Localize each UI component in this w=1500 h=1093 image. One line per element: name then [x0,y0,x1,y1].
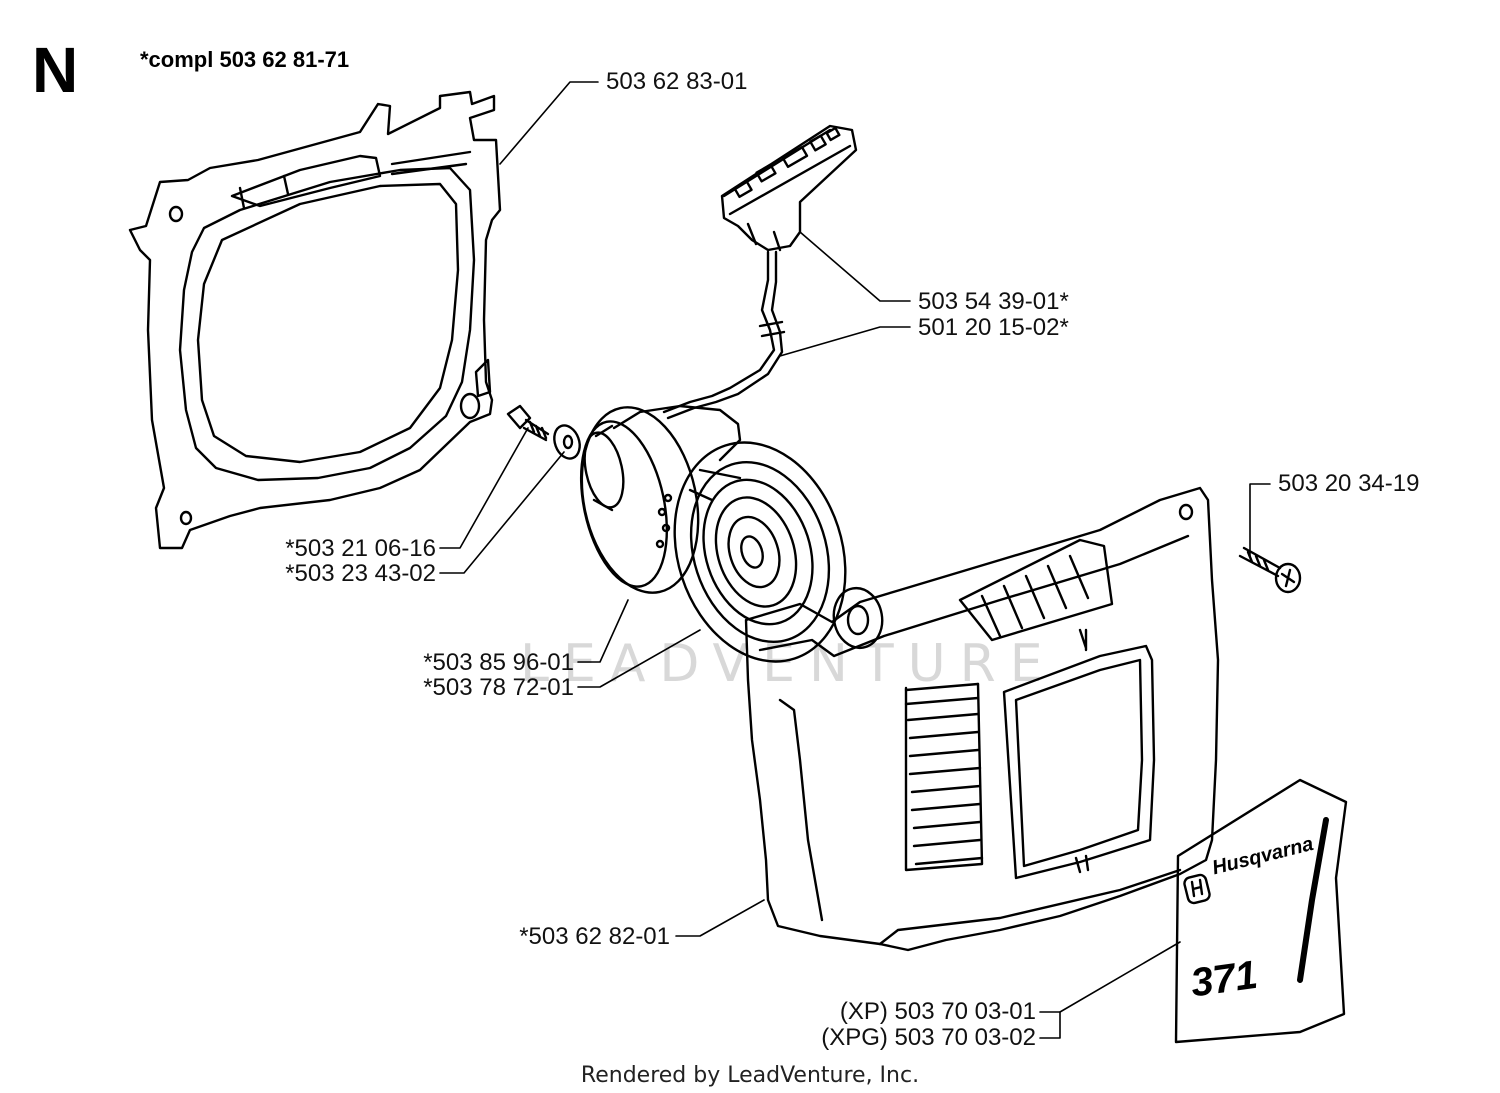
recoil-spring-drawing [647,420,872,684]
part-label-recoil-spring: *503 78 72-01 [423,674,574,701]
footer-credit: Rendered by LeadVenture, Inc. [580,1063,920,1088]
part-label-cover-screw: 503 20 34-19 [1278,470,1420,497]
fan-housing-drawing [130,92,500,548]
starter-cover-drawing [746,488,1218,950]
decal-model-text: 371 [1188,952,1261,1006]
kit-note: *compl 503 62 81-71 [140,47,350,72]
washer-drawing [550,422,584,462]
part-label-starter-cover: *503 62 82-01 [519,923,670,950]
section-letter: N [32,34,79,106]
part-label-starter-cord: 501 20 15-02* [918,314,1069,341]
leader-lines [440,82,1270,1038]
watermark: LEADVENTURE [520,634,1057,694]
part-label-washer: *503 23 43-02 [285,560,436,587]
starter-handle-drawing [722,126,856,250]
pulley-screw-drawing [508,406,548,440]
decal-drawing [1176,780,1346,1042]
part-label-starter-handle: 503 54 39-01* [918,288,1069,315]
part-label-decal-xpg: (XPG) 503 70 03-02 [821,1024,1036,1051]
part-label-fan-housing: 503 62 83-01 [606,68,748,95]
part-label-pulley-screw: *503 21 06-16 [285,535,436,562]
part-label-decal-xp: (XP) 503 70 03-01 [839,998,1036,1025]
rope-pulley-drawing [566,396,740,603]
part-label-rope-pulley: *503 85 96-01 [423,649,574,676]
cover-screw-drawing [1240,548,1300,592]
starter-cord-drawing [664,252,784,418]
